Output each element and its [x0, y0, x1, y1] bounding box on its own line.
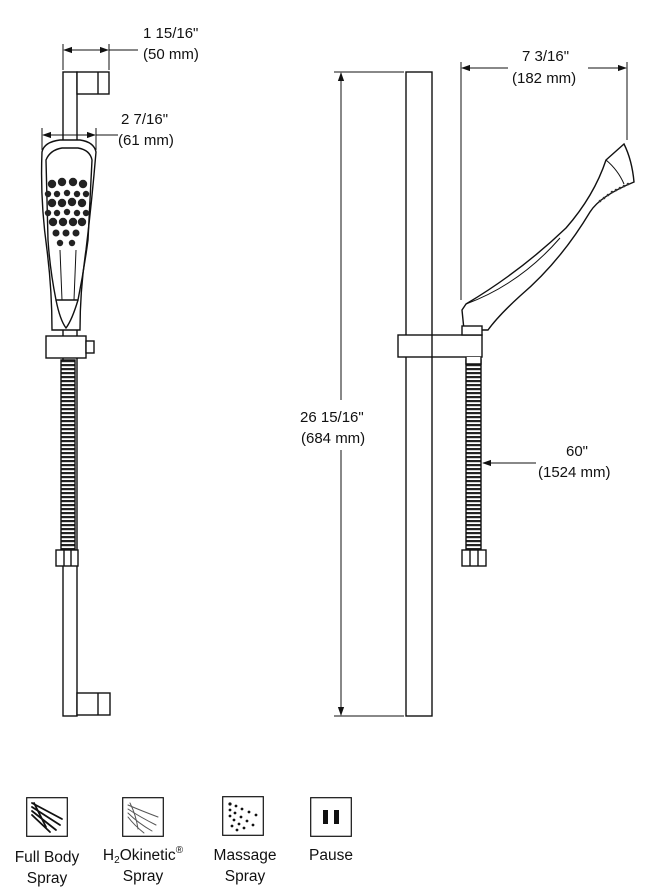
front-view — [40, 71, 111, 717]
pause-label: Pause — [309, 847, 353, 864]
handshower-reach-imperial: 7 3/16" — [522, 48, 569, 65]
side-handshower — [461, 142, 635, 331]
spray-face — [44, 177, 90, 247]
bracket-depth-imperial: 1 15/16" — [143, 25, 198, 42]
bar-height-metric: (684 mm) — [301, 430, 365, 447]
handshower-reach-metric: (182 mm) — [512, 70, 576, 87]
front-hose — [60, 359, 76, 551]
side-view — [397, 71, 635, 717]
handshower-width-metric: (61 mm) — [118, 132, 174, 149]
side-slider-holder — [397, 334, 483, 358]
handshower-width-imperial: 2 7/16" — [121, 111, 168, 128]
massage-spray-label: Massage Spray — [213, 847, 277, 885]
side-hose — [465, 359, 482, 551]
side-dimensions — [334, 62, 628, 717]
hose-length-imperial: 60" — [566, 443, 588, 460]
full-body-spray-label: Full Body Spray — [14, 849, 80, 887]
side-hose-nut — [461, 549, 487, 567]
h2okinetic-spray-icon — [122, 797, 164, 837]
full-body-spray-icon — [26, 797, 68, 837]
bracket-depth-metric: (50 mm) — [143, 46, 199, 63]
side-slide-bar — [405, 71, 433, 717]
side-nozzles — [598, 182, 630, 203]
front-slider-holder — [45, 335, 87, 359]
h2okinetic-spray-label: H2Okinetic® Spray — [102, 845, 184, 886]
front-dimensions — [41, 44, 138, 150]
hose-length-metric: (1524 mm) — [538, 464, 611, 481]
pause-icon — [310, 797, 352, 837]
front-top-bracket — [76, 71, 110, 95]
front-hose-nut — [55, 549, 79, 567]
front-bottom-bracket — [76, 692, 111, 716]
bar-height-imperial: 26 15/16" — [300, 409, 364, 426]
massage-spray-icon — [222, 796, 264, 836]
